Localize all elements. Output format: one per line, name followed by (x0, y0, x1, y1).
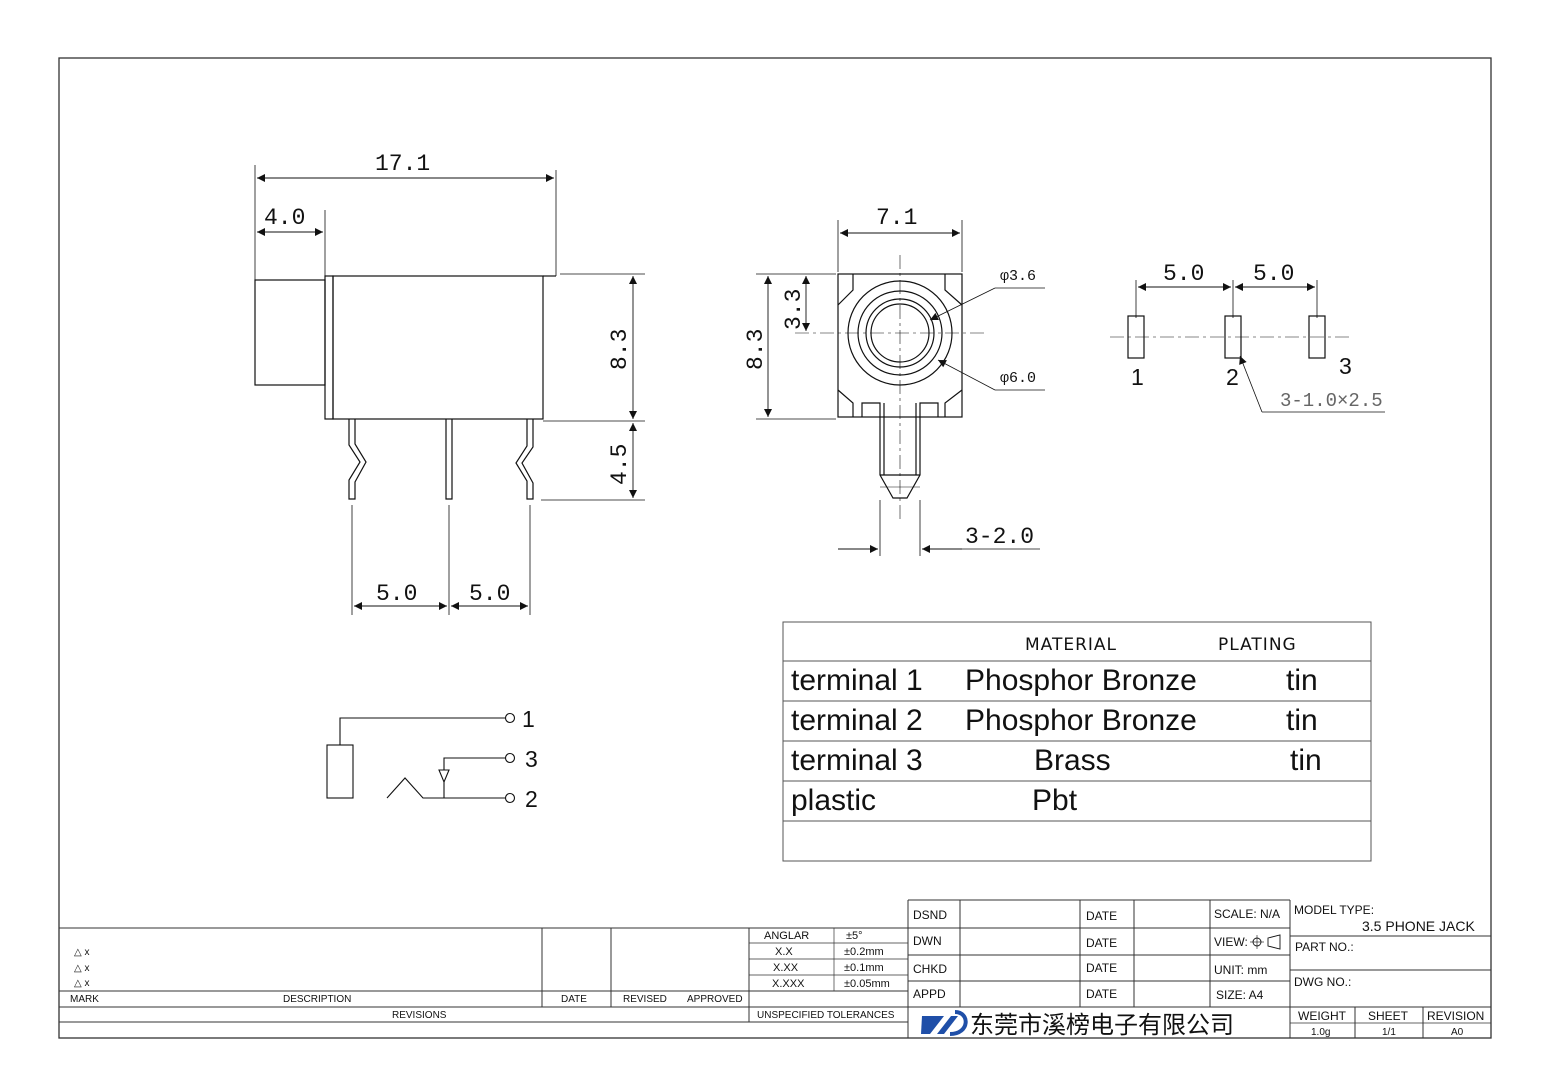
dim-hole-outer: φ6.0 (1000, 370, 1036, 387)
revision-col-date: DATE (561, 994, 587, 1005)
unit-label: UNIT: mm (1214, 963, 1267, 977)
tolerance-label-1: ANGLAR (764, 930, 809, 942)
side-view (254, 165, 645, 615)
material-header: MATERIAL (1025, 635, 1117, 655)
sheet-label: SHEET (1368, 1009, 1409, 1023)
dim-pcb-pitch-2: 5.0 (1253, 261, 1294, 287)
revision-row-2: △ x (74, 963, 89, 974)
schematic-symbol (326, 712, 516, 804)
tolerance-label-3: X.XX (773, 962, 799, 974)
schematic-pin-2: 2 (525, 786, 538, 812)
revision-col-description: DESCRIPTION (283, 994, 351, 1005)
revision-row-1: △ x (74, 947, 89, 958)
schematic-pin-1: 1 (522, 706, 535, 732)
dim-front-height: 8.3 (743, 329, 769, 370)
dim-pad-size: 3-1.0×2.5 (1280, 390, 1383, 412)
material-plating-2: tin (1286, 704, 1318, 737)
material-name-2: Phosphor Bronze (965, 704, 1197, 737)
material-name-4: Pbt (1032, 784, 1078, 817)
material-plating-1: tin (1286, 664, 1318, 697)
sheet-border (58, 57, 1492, 1039)
revisions-title: REVISIONS (392, 1010, 447, 1021)
scale-label: SCALE: N/A (1214, 907, 1280, 921)
size-label: SIZE: A4 (1216, 988, 1264, 1002)
dim-body-height: 8.3 (607, 329, 633, 370)
dwg-no-label: DWG NO.: (1294, 975, 1351, 989)
approval-date-3: DATE (1086, 961, 1117, 975)
company-logo (921, 1010, 968, 1036)
revision-col-approved: APPROVED (687, 994, 743, 1005)
material-part-3: terminal 3 (791, 744, 923, 777)
projection-icon (1250, 934, 1281, 950)
material-part-1: terminal 1 (791, 664, 923, 697)
revision-col-mark: MARK (70, 994, 99, 1005)
revision-col-revised: REVISED (623, 994, 667, 1005)
dim-pin-pitch-1: 5.0 (376, 581, 417, 607)
material-part-2: terminal 2 (791, 704, 923, 737)
pcb-pin-3: 3 (1339, 353, 1352, 379)
dim-pin-width: 3-2.0 (965, 524, 1034, 550)
dim-front-length: 4.0 (264, 205, 305, 231)
tolerance-value-4: ±0.05mm (844, 978, 890, 990)
approval-date-4: DATE (1086, 987, 1117, 1001)
dim-pcb-pitch-1: 5.0 (1163, 261, 1204, 287)
dim-front-width: 7.1 (876, 205, 917, 231)
material-plating-3: tin (1290, 744, 1322, 777)
revision-value: A0 (1451, 1027, 1464, 1038)
dim-overall-length: 17.1 (375, 151, 430, 177)
view-label: VIEW: (1214, 935, 1248, 949)
part-no-label: PART NO.: (1295, 940, 1354, 954)
material-name-1: Phosphor Bronze (965, 664, 1197, 697)
dim-hole-inner: φ3.6 (1000, 268, 1036, 285)
company-name: 东莞市溪榜电子有限公司 (970, 1011, 1234, 1039)
model-type-value: 3.5 PHONE JACK (1362, 918, 1475, 934)
approval-dsnd: DSND (913, 908, 947, 922)
revision-row-3: △ x (74, 978, 89, 989)
revision-label: REVISION (1427, 1009, 1484, 1023)
tolerance-value-1: ±5° (846, 930, 863, 942)
dim-pin-pitch-2: 5.0 (469, 581, 510, 607)
title-block-grid (59, 899, 1491, 1038)
tolerance-label-2: X.X (775, 946, 793, 958)
model-type-label: MODEL TYPE: (1294, 903, 1374, 917)
plating-header: PLATING (1218, 635, 1297, 655)
approval-chkd: CHKD (913, 962, 947, 976)
pcb-pin-1: 1 (1131, 364, 1144, 390)
tolerance-value-3: ±0.1mm (844, 962, 884, 974)
tolerance-label-4: X.XXX (772, 978, 805, 990)
sheet-value: 1/1 (1382, 1027, 1396, 1038)
weight-label: WEIGHT (1298, 1009, 1347, 1023)
approval-dwn: DWN (913, 934, 942, 948)
material-name-3: Brass (1034, 744, 1111, 777)
pcb-pin-2: 2 (1226, 364, 1239, 390)
tolerances-title: UNSPECIFIED TOLERANCES (757, 1010, 895, 1021)
tolerance-value-2: ±0.2mm (844, 946, 884, 958)
material-table (782, 621, 1372, 862)
schematic-pin-3: 3 (525, 746, 538, 772)
dim-pin-height: 4.5 (607, 444, 633, 485)
material-part-4: plastic (791, 784, 876, 817)
front-view (756, 220, 1045, 556)
pcb-footprint (1110, 280, 1385, 413)
approval-date-2: DATE (1086, 936, 1117, 950)
dim-hole-offset: 3.3 (781, 289, 807, 330)
weight-value: 1.0g (1311, 1027, 1330, 1038)
approval-date-1: DATE (1086, 909, 1117, 923)
approval-appd: APPD (913, 987, 946, 1001)
